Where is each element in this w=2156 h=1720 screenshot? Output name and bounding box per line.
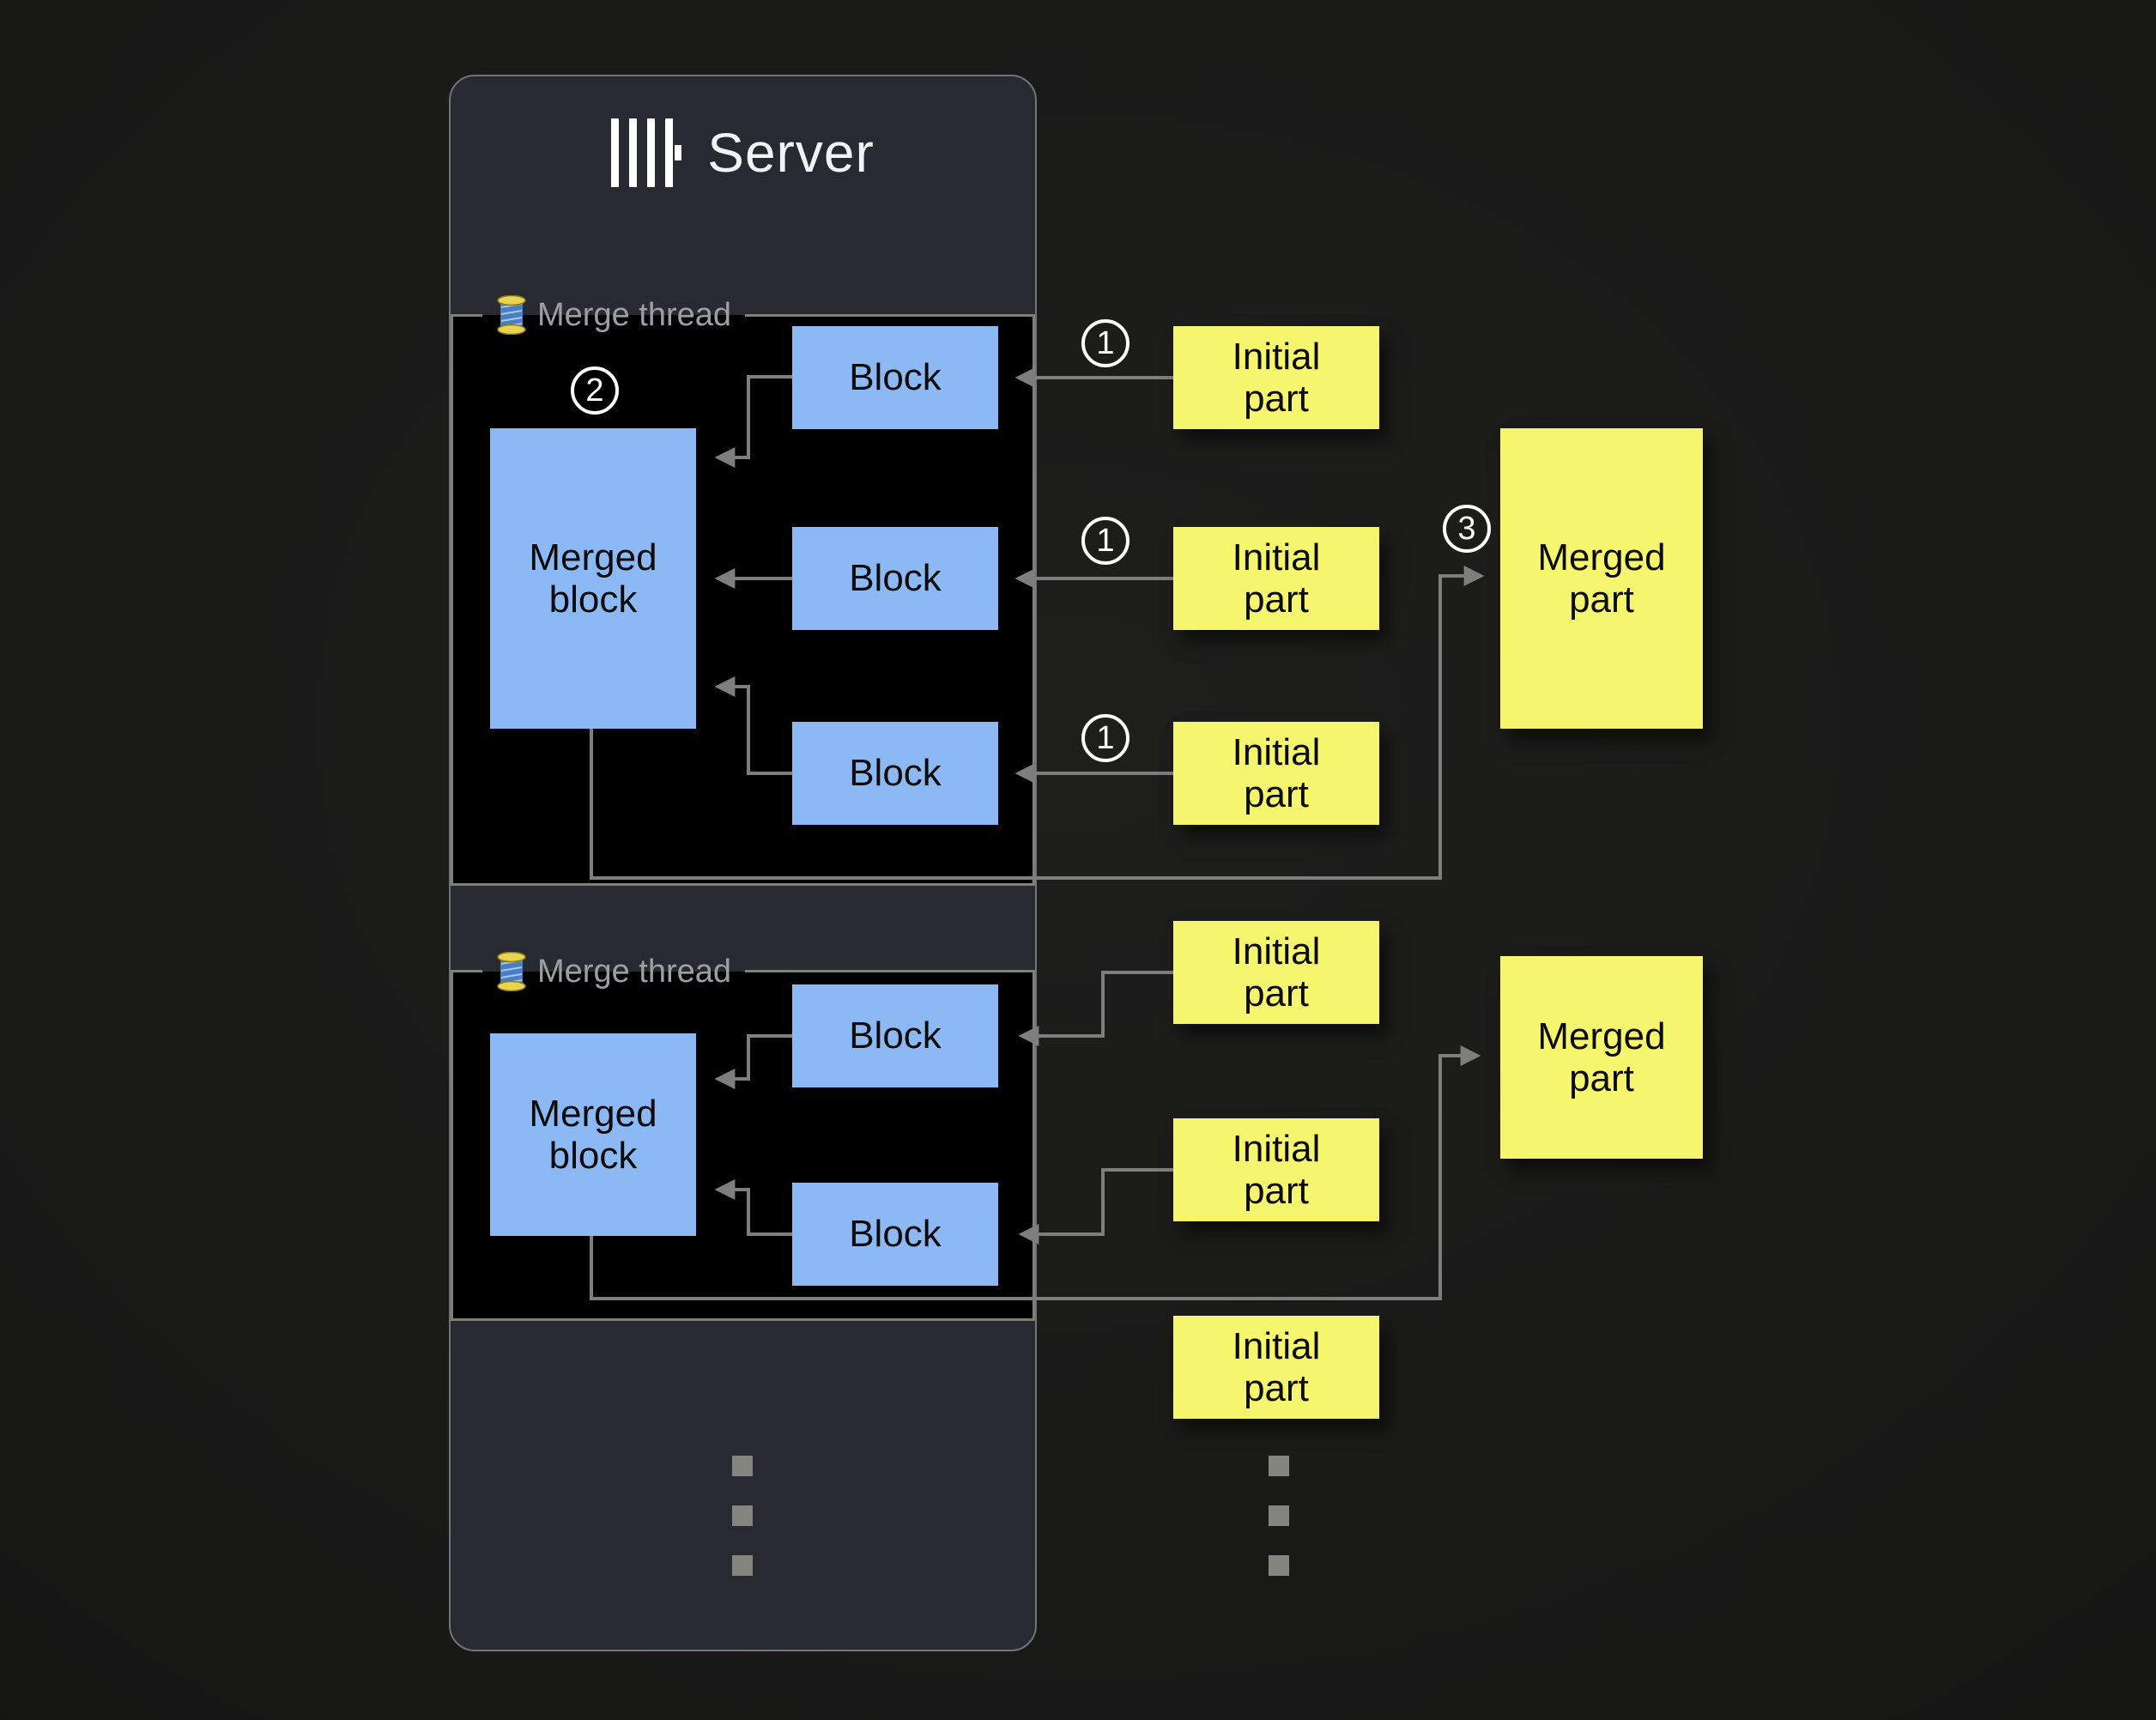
ellipsis-dots-parts [1269, 1456, 1289, 1576]
merged-block-1: Merged block [490, 428, 696, 729]
initial-part-4: Initial part [1173, 921, 1379, 1024]
thread-spool-icon [497, 295, 526, 335]
arrow-block5-to-merged-block2 [714, 1179, 794, 1236]
arrow-initial5-to-block5 [1018, 1168, 1178, 1245]
arrow-initial4-to-block4 [1018, 971, 1178, 1046]
ellipsis-dot [732, 1456, 753, 1476]
ellipsis-dot [732, 1555, 753, 1576]
initial-part-1: Initial part [1173, 326, 1379, 429]
block-2: Block [792, 527, 998, 630]
block-4: Block [792, 984, 998, 1087]
merge-thread-label-text: Merge thread [537, 296, 732, 333]
block-3: Block [792, 722, 998, 825]
arrow-block1-to-merged-block [714, 375, 794, 468]
server-title: Server [707, 122, 875, 184]
step-badge-result: 3 [1443, 505, 1491, 553]
merged-part-1: Merged part [1500, 428, 1703, 729]
merge-thread-label-text: Merge thread [537, 953, 732, 990]
merge-thread-label-2: Merge thread [482, 950, 746, 993]
merged-block-2: Merged block [490, 1033, 696, 1236]
thread-spool-icon [497, 952, 526, 991]
initial-part-5: Initial part [1173, 1118, 1379, 1221]
ellipsis-dots-server [732, 1456, 753, 1576]
arrow-block3-to-merged-block [714, 676, 794, 775]
step-badge-insert-2: 1 [1081, 517, 1129, 565]
server-header: Server [451, 112, 1035, 194]
arrow-merged-block-to-merged-part-1 [590, 566, 1485, 880]
block-1: Block [792, 326, 998, 429]
ellipsis-dot [1269, 1505, 1289, 1526]
initial-part-2: Initial part [1173, 527, 1379, 630]
arrow-merged-block-to-merged-part-2 [590, 1045, 1481, 1300]
merge-thread-label-1: Merge thread [482, 294, 746, 336]
ellipsis-dot [1269, 1456, 1289, 1476]
initial-part-6: Initial part [1173, 1316, 1379, 1419]
step-badge-merge: 2 [571, 366, 619, 415]
step-badge-insert-3: 1 [1081, 714, 1129, 762]
ellipsis-dot [732, 1505, 753, 1526]
ellipsis-dot [1269, 1555, 1289, 1576]
merged-part-2: Merged part [1500, 956, 1703, 1159]
step-badge-insert-1: 1 [1081, 319, 1129, 367]
initial-part-3: Initial part [1173, 722, 1379, 825]
clickhouse-logo-icon [611, 118, 682, 187]
block-5: Block [792, 1183, 998, 1286]
arrow-block4-to-merged-block2 [714, 1034, 794, 1089]
